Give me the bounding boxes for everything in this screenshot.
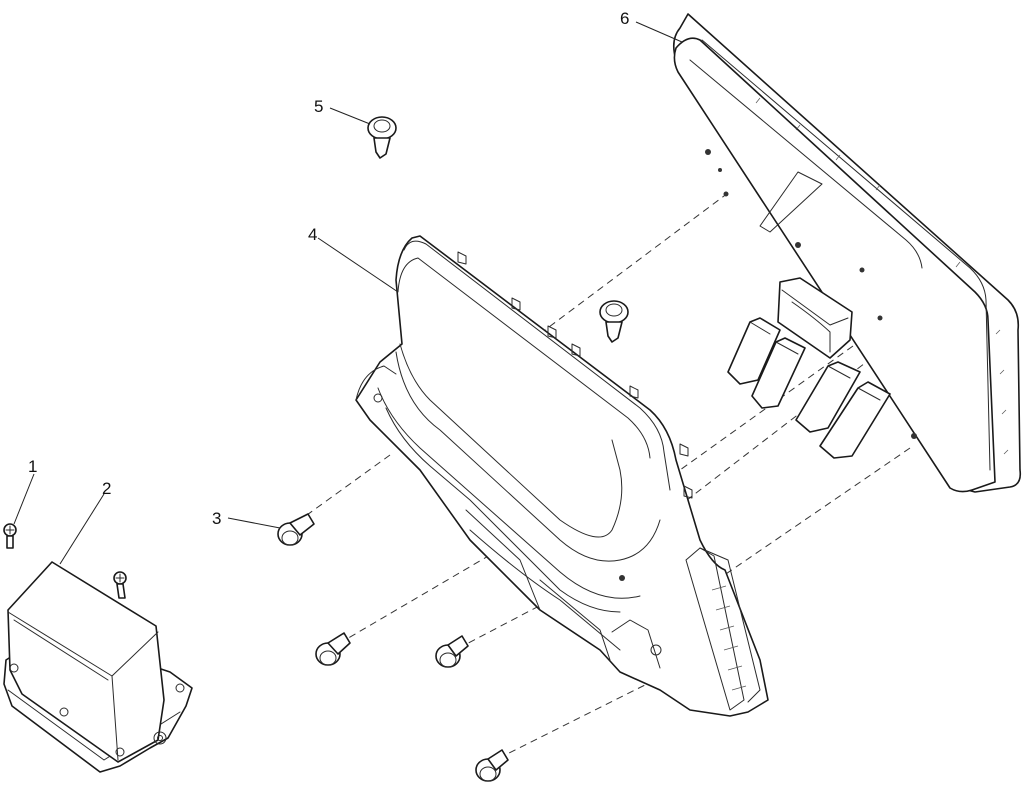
leader-lines (13, 21, 683, 565)
callout-3: 3 (212, 509, 221, 528)
callout-2: 2 (102, 479, 111, 498)
plate-edge-ticks (755, 97, 1009, 455)
part-1-small-screw (3, 523, 17, 549)
part-3-flange-bolt-2 (315, 632, 351, 666)
part-5-push-rivet-2 (599, 300, 629, 343)
callout-labels: 1 2 3 4 5 6 (28, 9, 629, 528)
callout-5: 5 (314, 97, 323, 116)
part-1-small-screw-2 (113, 571, 127, 599)
part-4-bracket (355, 235, 769, 717)
part-2-control-box (3, 561, 193, 773)
connector-plugs (727, 317, 891, 459)
rail-ridges (711, 585, 747, 691)
part-5-push-rivet (367, 116, 397, 159)
part-3-flange-bolt-3 (435, 635, 469, 668)
bracket-edge-tabs (457, 251, 693, 499)
part-3-flange-bolt (277, 513, 315, 546)
part-3-flange-bolt-4 (475, 749, 509, 782)
callout-4: 4 (308, 225, 317, 244)
callout-6: 6 (620, 9, 629, 28)
part-6-back-plate (672, 13, 1022, 493)
callout-1: 1 (28, 457, 37, 476)
